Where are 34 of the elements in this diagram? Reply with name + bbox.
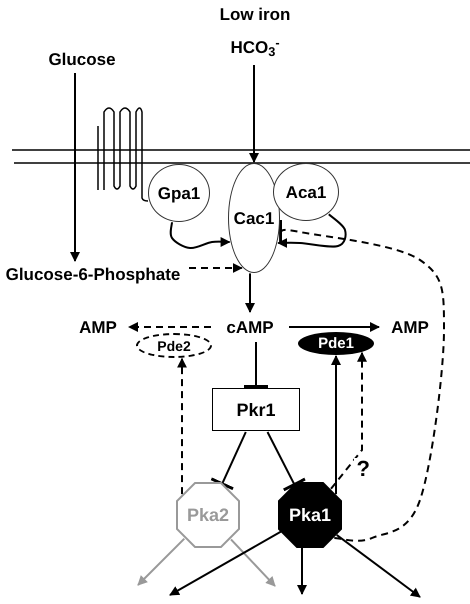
molecule-label: Glucose (40, 48, 124, 70)
molecule-label: AMP (382, 316, 438, 338)
protein-ellipse: Aca1 (273, 163, 339, 221)
inhibition-line (210, 432, 247, 490)
inhibition-line (266, 432, 306, 492)
dashed-arrow (177, 358, 187, 494)
arrow (137, 538, 185, 586)
dashed-arrow (189, 263, 243, 273)
arrow (277, 213, 347, 248)
dashed-arrow (128, 322, 211, 332)
arrow (336, 534, 421, 598)
inhibition-line (244, 342, 268, 388)
dashed-arrow (330, 352, 367, 490)
arrow (169, 530, 282, 596)
arrow (170, 222, 231, 250)
arrow (249, 65, 259, 163)
kinase-octagon: Pka2 (176, 482, 240, 548)
enzyme-ellipse: Pde1 (298, 332, 374, 355)
arrow (297, 548, 307, 595)
stimulus-label: Low iron (220, 6, 290, 23)
arrow (230, 538, 276, 587)
arrow (245, 273, 255, 313)
protein-ellipse: Gpa1 (148, 164, 210, 222)
molecule-label: cAMP (214, 315, 286, 339)
dashed-inhibition-line (278, 220, 445, 542)
protein-box: Pkr1 (212, 388, 300, 431)
dashed-enzyme-ellipse: Pde2 (136, 333, 212, 358)
arrow (289, 322, 380, 332)
arrow (331, 355, 341, 494)
arrow (70, 73, 80, 262)
protein-ellipse: Cac1 (228, 163, 280, 273)
molecule-label: AMP (70, 316, 126, 338)
molecule-label: Glucose-6-Phosphate (0, 264, 186, 284)
kinase-octagon: Pka1 (278, 482, 342, 548)
